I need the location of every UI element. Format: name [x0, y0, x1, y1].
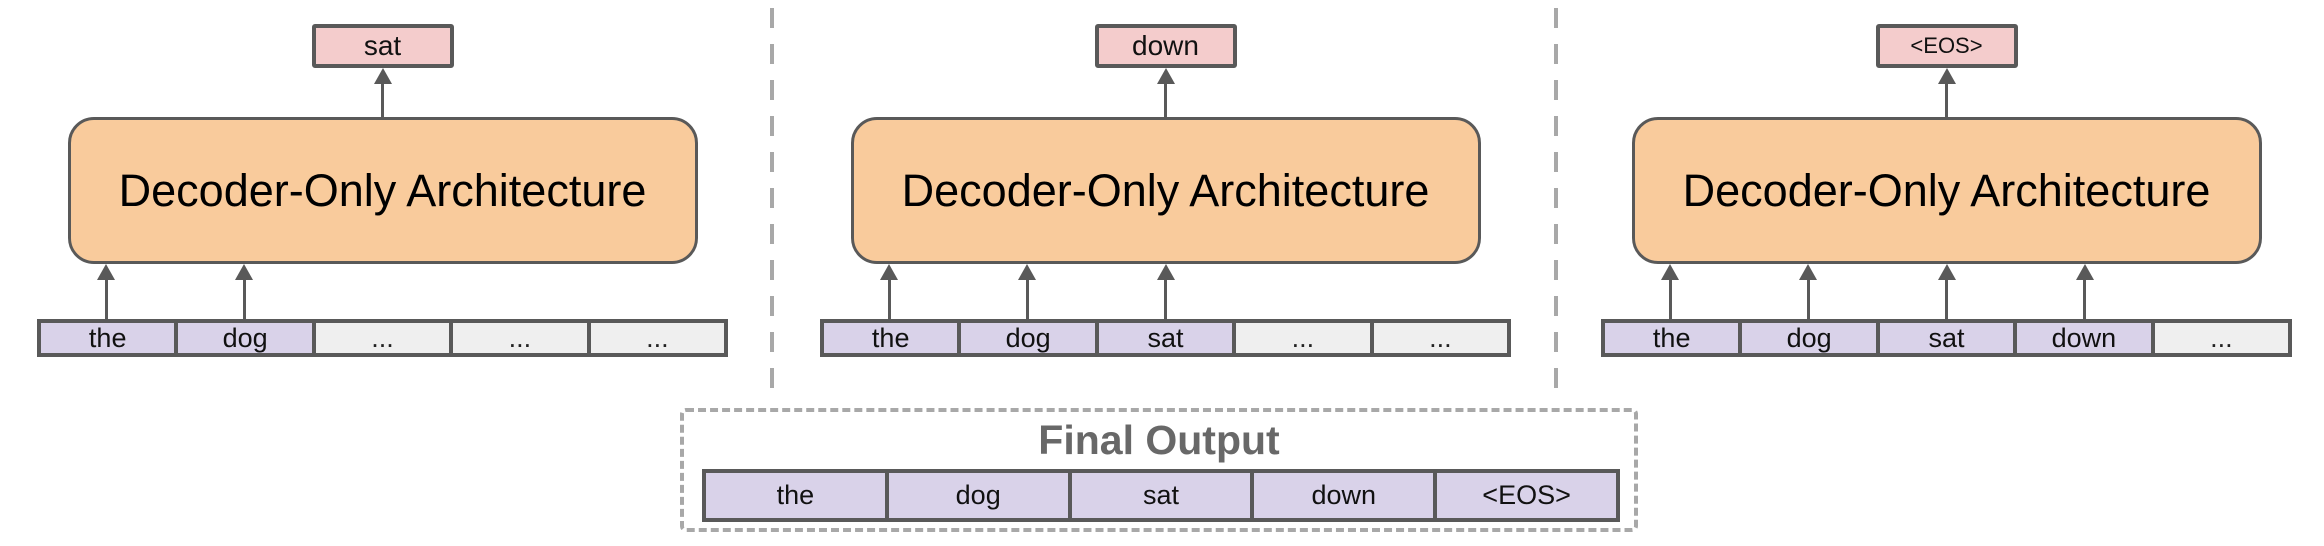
- token-label: sat: [1147, 322, 1184, 353]
- predicted-token-label: sat: [363, 30, 402, 61]
- final-output-token-cell: <EOS>: [1437, 473, 1616, 518]
- predicted-token-box: <EOS>: [1875, 24, 2018, 68]
- arrow-head-icon: [1661, 264, 1680, 280]
- arrow-shaft: [1164, 280, 1167, 319]
- input-up-arrow: [1798, 264, 1818, 319]
- arrow-head-icon: [1937, 264, 1956, 280]
- arrow-head-icon: [2075, 264, 2094, 280]
- arrow-shaft: [1668, 280, 1672, 319]
- predicted-token-label: <EOS>: [1910, 33, 1983, 58]
- arrow-shaft: [1945, 280, 1948, 319]
- input-up-arrow: [879, 264, 899, 319]
- token-label: the: [776, 480, 815, 510]
- input-token-cell: sat: [1098, 322, 1237, 353]
- input-token-cell: down: [2017, 322, 2155, 353]
- placeholder-cell: ...: [590, 322, 725, 353]
- token-label: sat: [1142, 480, 1179, 510]
- arrow-head-icon: [97, 264, 116, 280]
- token-label: ...: [508, 322, 532, 353]
- arrow-shaft: [2083, 280, 2087, 319]
- output-up-arrow: [373, 68, 393, 117]
- token-label: down: [2051, 322, 2117, 353]
- token-label: down: [1311, 480, 1377, 510]
- token-label: dog: [1786, 322, 1832, 353]
- arrow-head-icon: [1799, 264, 1818, 280]
- input-token-row: the dog sat down...: [1601, 319, 2292, 357]
- predicted-token-box: sat: [311, 24, 454, 68]
- placeholder-cell: ...: [1373, 322, 1508, 353]
- token-label: the: [88, 322, 127, 353]
- arrow-shaft: [1025, 280, 1029, 319]
- token-label: dog: [1005, 322, 1051, 353]
- input-token-cell: the: [41, 322, 179, 353]
- decoder-architecture-label: Decoder-Only Architecture: [118, 164, 647, 216]
- arrow-shaft: [1806, 280, 1810, 319]
- token-label: dog: [955, 480, 1001, 510]
- arrow-shaft: [887, 280, 891, 319]
- input-up-arrow: [2075, 264, 2095, 319]
- input-token-row: the dog.........: [37, 319, 728, 357]
- arrow-shaft: [1945, 84, 1948, 117]
- arrow-head-icon: [1156, 264, 1175, 280]
- input-token-cell: the: [824, 322, 962, 353]
- decoder-architecture-label: Decoder-Only Architecture: [1682, 164, 2211, 216]
- arrow-shaft: [381, 84, 384, 117]
- decoder-architecture-box: Decoder-Only Architecture: [67, 117, 698, 264]
- input-token-cell: sat: [1879, 322, 2018, 353]
- predicted-token-box: down: [1094, 24, 1237, 68]
- token-label: ...: [646, 322, 669, 353]
- predicted-token-label: down: [1132, 30, 1199, 61]
- arrow-shaft: [1164, 84, 1167, 117]
- input-token-cell: dog: [961, 322, 1099, 353]
- placeholder-cell: ...: [2154, 322, 2289, 353]
- token-label: sat: [1928, 322, 1965, 353]
- input-token-cell: dog: [178, 322, 316, 353]
- arrow-shaft: [242, 280, 246, 319]
- token-label: dog: [222, 322, 268, 353]
- decoder-architecture-box: Decoder-Only Architecture: [1631, 117, 2262, 264]
- final-output-token-cell: dog: [888, 473, 1072, 518]
- panel-divider-dashed-line-2: [1554, 8, 1558, 404]
- input-token-row: the dog sat......: [820, 319, 1511, 357]
- input-up-arrow: [1017, 264, 1037, 319]
- arrow-head-icon: [1018, 264, 1037, 280]
- input-up-arrow: [234, 264, 254, 319]
- final-output-token-row: the dog sat down <EOS>: [702, 469, 1620, 522]
- arrow-head-icon: [880, 264, 899, 280]
- panel-divider-dashed-line-1: [770, 8, 774, 404]
- output-up-arrow: [1937, 68, 1957, 117]
- placeholder-cell: ...: [453, 322, 591, 353]
- input-up-arrow: [96, 264, 116, 319]
- placeholder-cell: ...: [1236, 322, 1374, 353]
- token-label: ...: [1429, 322, 1452, 353]
- output-up-arrow: [1156, 68, 1176, 117]
- arrow-head-icon: [1156, 68, 1175, 84]
- token-label: <EOS>: [1482, 480, 1571, 510]
- arrow-shaft: [104, 280, 108, 319]
- final-output-token-cell: sat: [1071, 473, 1255, 518]
- arrow-head-icon: [1937, 68, 1956, 84]
- input-up-arrow: [1156, 264, 1176, 319]
- token-label: the: [871, 322, 910, 353]
- decoder-architecture-box: Decoder-Only Architecture: [850, 117, 1481, 264]
- input-up-arrow: [1937, 264, 1957, 319]
- final-output-box: Final Output the dog sat down <EOS>: [680, 408, 1638, 532]
- token-label: the: [1652, 322, 1691, 353]
- final-output-title: Final Output: [1038, 417, 1280, 463]
- input-token-cell: the: [1605, 322, 1743, 353]
- decoder-panel-3: <EOS> Decoder-Only Architecture the dog sat d…: [1601, 0, 2292, 400]
- placeholder-cell: ...: [315, 322, 454, 353]
- input-token-cell: dog: [1742, 322, 1880, 353]
- final-output-token-cell: the: [706, 473, 889, 518]
- token-label: ...: [2210, 322, 2233, 353]
- arrow-head-icon: [235, 264, 254, 280]
- token-label: ...: [1291, 322, 1315, 353]
- arrow-head-icon: [373, 68, 392, 84]
- final-output-token-cell: down: [1254, 473, 1438, 518]
- token-label: ...: [371, 322, 394, 353]
- input-up-arrow: [1660, 264, 1680, 319]
- decoder-architecture-label: Decoder-Only Architecture: [901, 164, 1430, 216]
